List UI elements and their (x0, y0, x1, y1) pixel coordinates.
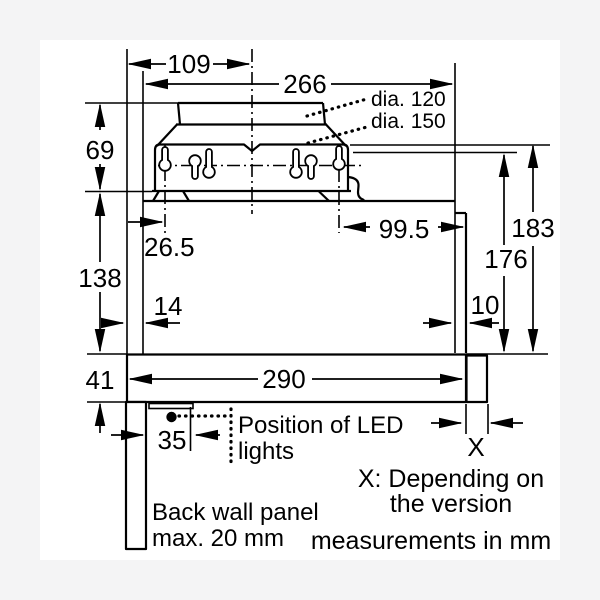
dim-label-35: 35 (158, 425, 187, 455)
keyhole-slot-icon (202, 148, 216, 179)
flare-right (325, 123, 347, 147)
x-end-piece (465, 354, 489, 404)
back-wall-note-line1: Back wall panel (152, 499, 319, 526)
dim-label-176: 176 (484, 244, 527, 274)
mounting-bracket (152, 143, 366, 202)
bracket-foot-left (152, 190, 160, 202)
duct-collar (156, 101, 347, 147)
led-note-line1: Position of LED (238, 412, 403, 439)
dim-label-183: 183 (511, 213, 554, 243)
dim-label-41: 41 (86, 365, 115, 395)
bracket-tab (347, 175, 366, 202)
label-dia-120: dia. 120 (371, 88, 446, 111)
dim-label-109: 109 (167, 49, 210, 79)
annotations: Position of LED lights Back wall panel m… (152, 412, 551, 555)
dim-label-x: X (467, 432, 484, 462)
flare-left (156, 123, 178, 147)
extension-lines (85, 49, 550, 451)
dim-label-138: 138 (78, 263, 121, 293)
keyhole-slot-icon (158, 146, 172, 172)
led-strip (148, 402, 194, 410)
x-note-line2: the version (390, 490, 512, 518)
keyhole-slot-icon (304, 154, 318, 180)
dim-label-266: 266 (283, 69, 326, 99)
units-note: measurements in mm (311, 527, 551, 555)
x-note-line1: X: Depending on (358, 465, 544, 493)
keyhole-slot-icon (289, 148, 303, 179)
dim-label-290: 290 (262, 364, 305, 394)
dim-label-10: 10 (471, 290, 500, 320)
back-wall-panel (124, 400, 148, 551)
dim-label-69: 69 (86, 135, 115, 165)
label-dia-150: dia. 150 (371, 110, 446, 133)
back-wall-note-line2: max. 20 mm (152, 525, 284, 552)
dim-label-26-5: 26.5 (144, 232, 195, 262)
dim-label-14: 14 (154, 291, 183, 321)
led-note-line2: lights (238, 438, 294, 465)
bracket-foot-right (318, 190, 330, 202)
keyhole-slot-icon (188, 154, 202, 180)
dim-label-99-5: 99.5 (379, 214, 430, 244)
led-dot (166, 411, 177, 423)
dimension-lines (94, 58, 539, 441)
hood-body (143, 199, 468, 353)
keyhole-slot-icon (332, 145, 346, 171)
dimension-labels: 109 266 69 138 41 26.5 99.5 14 10 290 35… (78, 49, 554, 462)
